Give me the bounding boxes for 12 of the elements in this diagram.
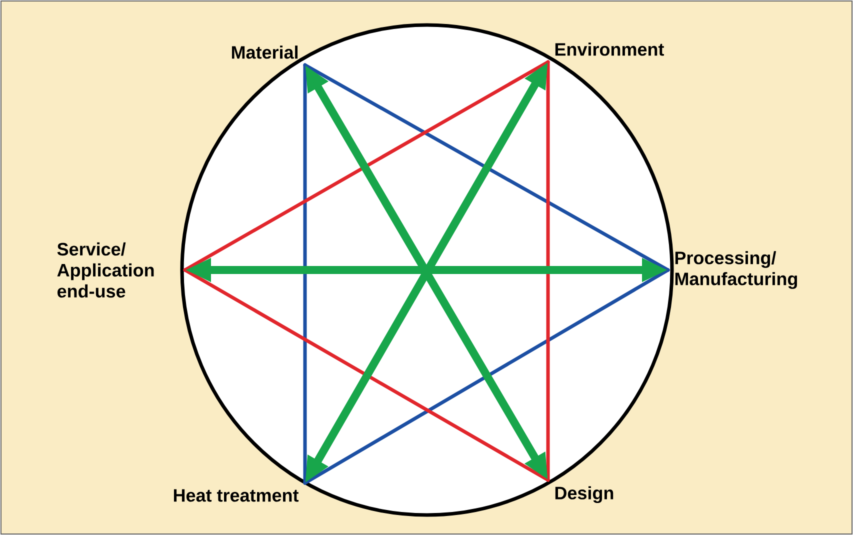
vertex-label: Material <box>232 46 298 59</box>
triangle-side <box>183 268 550 482</box>
triangle-side <box>303 63 670 272</box>
triangle-side <box>303 63 307 485</box>
vertex-label: Service/ Application end-use <box>57 242 154 298</box>
vertex-label: Environment <box>555 42 664 56</box>
triangle-side <box>303 268 670 485</box>
triangle-side <box>183 60 550 272</box>
vertex-label: Heat treatment <box>174 489 299 502</box>
vertex-label: Processing/ Manufacturing <box>675 251 797 289</box>
vertex-label: Design <box>555 486 614 504</box>
triangle-side <box>546 60 550 482</box>
